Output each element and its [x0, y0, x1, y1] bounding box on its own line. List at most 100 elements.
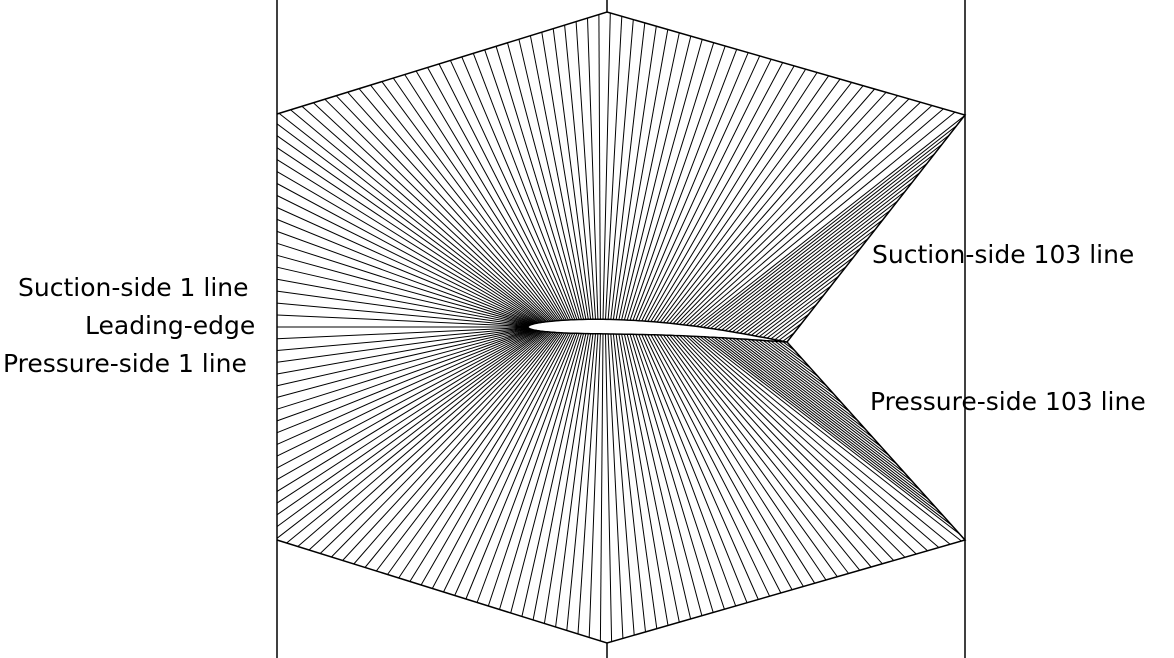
- suction-side-line: [629, 45, 726, 321]
- pressure-side-line: [632, 334, 725, 610]
- pressure-side-line: [443, 332, 572, 593]
- label-pressure-side-1: Pressure-side 1 line: [3, 349, 247, 378]
- suction-side-line: [276, 314, 529, 327]
- suction-side-line: [650, 68, 807, 322]
- pressure-side-line: [276, 330, 537, 469]
- suction-side-line: [276, 266, 531, 326]
- suction-side-line: [641, 58, 772, 322]
- pressure-side-line: [465, 333, 576, 600]
- pressure-side-line: [689, 335, 928, 552]
- pressure-side-line: [276, 329, 534, 434]
- suction-side-line: [770, 304, 817, 340]
- pressure-side-line: [607, 333, 624, 639]
- pressure-side-line: [679, 335, 895, 561]
- suction-side-line: [743, 238, 869, 335]
- suction-side-line: [632, 49, 738, 321]
- pressure-side-line: [758, 339, 843, 404]
- pressure-side-line: [276, 329, 536, 457]
- suction-side-line: [529, 35, 587, 320]
- suction-side-line: [672, 91, 887, 324]
- pressure-side-line: [398, 332, 564, 579]
- suction-side-line: [751, 256, 854, 336]
- pressure-side-line: [276, 330, 540, 492]
- pressure-side-line: [555, 333, 594, 627]
- pressure-side-line: [605, 333, 613, 642]
- pressure-side-line: [276, 330, 543, 528]
- suction-side-line: [724, 191, 906, 332]
- pressure-side-line: [644, 334, 771, 597]
- pressure-side-line: [521, 333, 587, 617]
- suction-side-line: [276, 242, 532, 325]
- suction-side-line: [692, 111, 956, 327]
- pressure-side-line: [276, 328, 530, 375]
- grid-lines-group: [276, 12, 965, 642]
- pressure-side-line: [543, 333, 592, 624]
- pressure-side-line: [686, 335, 917, 555]
- pressure-side-line: [743, 338, 874, 439]
- suction-side-line: [484, 49, 578, 320]
- suction-side-line: [347, 91, 554, 322]
- pressure-side-line: [342, 331, 554, 561]
- pressure-side-line: [276, 327, 529, 363]
- suction-side-line: [276, 147, 541, 324]
- pressure-side-line: [724, 337, 913, 483]
- suction-side-line: [710, 153, 935, 329]
- suction-side-line: [276, 230, 533, 325]
- suction-side-line: [663, 82, 852, 323]
- pressure-side-line: [662, 334, 838, 577]
- suction-side-line: [276, 159, 540, 324]
- suction-side-line: [778, 322, 803, 341]
- suction-side-line: [610, 22, 646, 320]
- pressure-side-line: [706, 336, 953, 526]
- suction-side-line: [732, 209, 891, 333]
- pressure-side-line: [778, 341, 804, 360]
- pressure-side-line: [621, 334, 680, 623]
- pressure-side-line: [774, 340, 811, 369]
- suction-side-line: [638, 55, 761, 321]
- suction-side-line: [635, 52, 749, 321]
- pressure-side-line: [699, 336, 962, 542]
- pressure-side-line: [276, 328, 532, 410]
- pressure-side-line: [739, 338, 882, 448]
- pressure-side-line: [647, 334, 782, 594]
- suction-side-line: [518, 39, 585, 320]
- suction-side-line: [564, 25, 594, 320]
- suction-side-line: [324, 98, 551, 322]
- suction-side-line: [618, 32, 680, 320]
- suction-side-line: [713, 162, 928, 330]
- suction-side-line: [276, 278, 530, 326]
- pressure-side-line: [650, 334, 793, 590]
- pressure-side-line: [276, 329, 535, 445]
- pressure-side-line: [487, 333, 580, 607]
- label-leading-edge: Leading-edge: [85, 311, 255, 340]
- pressure-side-line: [626, 334, 703, 616]
- suction-side-line: [754, 266, 847, 337]
- suction-side-line: [666, 85, 864, 324]
- suction-side-line: [276, 135, 542, 323]
- suction-side-line: [699, 125, 958, 328]
- pressure-side-line: [364, 332, 558, 568]
- pressure-side-line: [286, 331, 546, 544]
- pressure-side-line: [431, 332, 569, 589]
- suction-side-line: [276, 195, 536, 324]
- suction-side-line: [696, 115, 965, 327]
- pressure-side-line: [717, 337, 929, 500]
- suction-side-line: [656, 75, 830, 323]
- suction-side-line: [276, 302, 529, 327]
- suction-side-line: [276, 207, 535, 325]
- suction-side-line: [598, 14, 601, 320]
- suction-side-line: [392, 77, 562, 321]
- pressure-side-line: [566, 333, 596, 631]
- suction-side-line: [278, 113, 545, 323]
- suction-side-line: [739, 228, 876, 334]
- lower-boundary: [276, 341, 967, 644]
- suction-side-line: [541, 32, 589, 320]
- pressure-side-line: [721, 337, 921, 491]
- pressure-side-line: [659, 334, 827, 581]
- pressure-side-line: [353, 332, 556, 565]
- pressure-side-line: [409, 332, 566, 582]
- suction-side-line: [659, 78, 841, 323]
- suction-side-line: [679, 98, 910, 325]
- pressure-side-line: [499, 333, 582, 610]
